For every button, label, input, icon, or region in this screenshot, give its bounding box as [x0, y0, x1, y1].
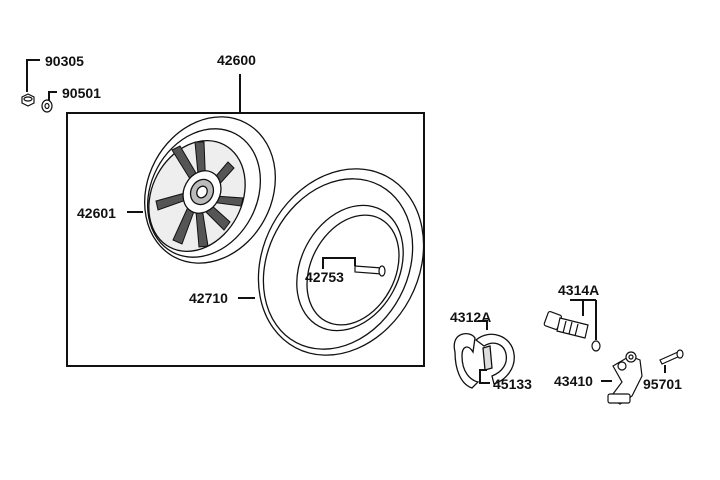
label-45133: 45133	[493, 376, 532, 392]
label-4314A: 4314A	[558, 282, 600, 298]
label-95701: 95701	[643, 376, 682, 392]
leader-90305	[26, 59, 40, 92]
label-42710: 42710	[189, 290, 228, 306]
label-42601: 42601	[77, 205, 116, 221]
brake-shoes-4312A-icon	[453, 332, 515, 389]
brake-arm-43410-icon	[607, 351, 643, 405]
leader-4312A	[478, 320, 488, 330]
bolt-nut-90305-icon	[21, 93, 35, 107]
rim-42601-icon	[144, 116, 276, 264]
label-90501: 90501	[62, 85, 101, 101]
leader-4314A	[570, 299, 597, 340]
brake-cam-4314A-icon	[543, 310, 601, 352]
label-43410: 43410	[554, 373, 593, 389]
label-42753: 42753	[305, 269, 344, 285]
leader-42753	[322, 257, 356, 269]
washer-90501-icon	[41, 99, 53, 113]
label-42600: 42600	[217, 52, 256, 68]
leader-90501	[48, 91, 57, 101]
label-90305: 90305	[45, 53, 84, 69]
leader-45133	[479, 369, 490, 384]
valve-42753-icon	[354, 265, 386, 277]
tire-42710-icon	[257, 168, 425, 356]
pin-95701-icon	[659, 349, 684, 365]
label-4312A: 4312A	[450, 309, 492, 325]
